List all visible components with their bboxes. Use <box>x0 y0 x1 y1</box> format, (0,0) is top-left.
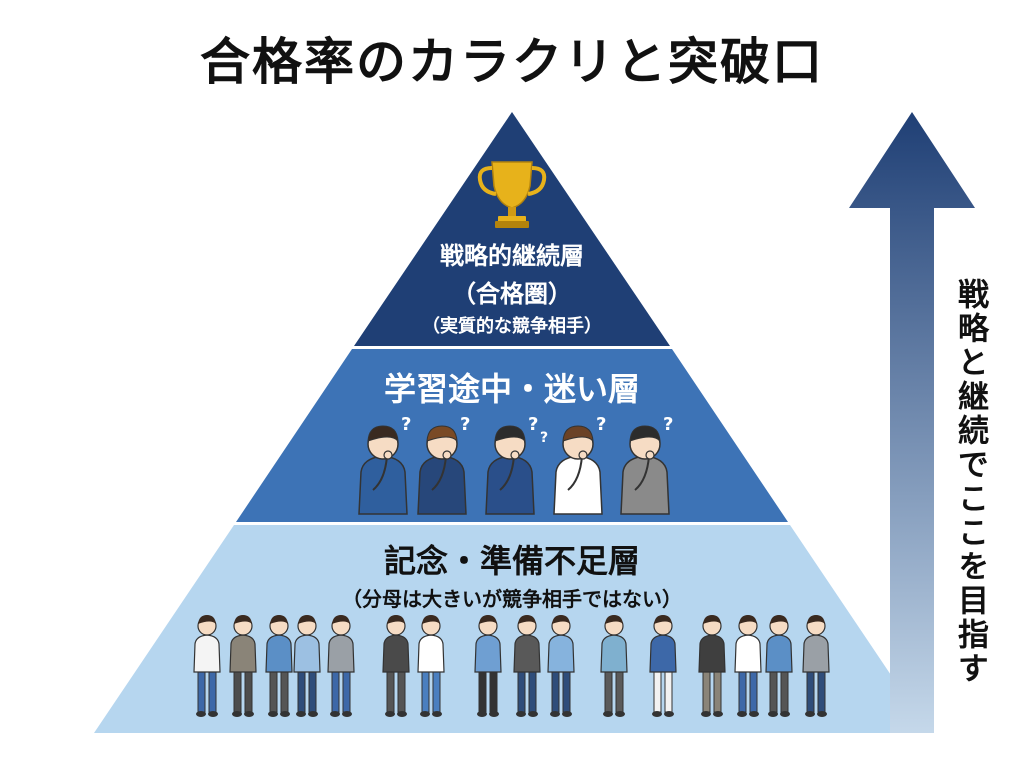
tier-top-shape <box>354 112 670 346</box>
standing-person-icon <box>417 615 445 717</box>
standing-person-icon <box>474 615 502 717</box>
thinking-person-icon: ? <box>417 414 470 515</box>
tier-top-label: 戦略的継続層 <box>440 242 584 270</box>
standing-person-icon <box>382 615 410 717</box>
standing-person-icon <box>327 615 355 717</box>
thinking-person-icon: ? <box>553 414 606 515</box>
diagram-title: 合格率のカラクリと突破口 <box>200 33 824 91</box>
standing-person-icon <box>734 615 762 717</box>
standing-person-icon <box>765 615 793 717</box>
thinking-person-icon: ? <box>620 414 673 515</box>
tier-bottom-label: 記念・準備不足層 <box>383 542 640 580</box>
upward-arrow <box>849 112 975 733</box>
question-mark-icon: ? <box>540 430 548 446</box>
standing-person-icon <box>698 615 726 717</box>
standing-person-icon <box>547 615 575 717</box>
thinking-person-icon: ?? <box>485 414 548 515</box>
question-mark-icon: ? <box>528 414 538 435</box>
standing-person-icon <box>600 615 628 717</box>
question-mark-icon: ? <box>401 414 411 435</box>
standing-person-icon <box>513 615 541 717</box>
tier-top-sublabel: （合格圏） <box>452 280 572 308</box>
standing-person-icon <box>293 615 321 717</box>
standing-person-icon <box>649 615 677 717</box>
tier-middle-label: 学習途中・迷い層 <box>383 370 640 408</box>
trophy-icon <box>477 161 547 228</box>
thinking-person-icon: ? <box>358 414 411 515</box>
tier-bottom-note: （分母は大きいが競争相手ではない） <box>342 587 682 611</box>
question-mark-icon: ? <box>663 414 673 435</box>
question-mark-icon: ? <box>460 414 470 435</box>
arrow-label: 戦略と継続でここを目指す <box>952 278 988 686</box>
standing-person-icon <box>802 615 830 717</box>
tier-top-note: （実質的な競争相手） <box>422 316 602 337</box>
standing-person-icon <box>265 615 293 717</box>
standing-person-icon <box>193 615 221 717</box>
standing-person-icon <box>229 615 257 717</box>
question-mark-icon: ? <box>596 414 606 435</box>
